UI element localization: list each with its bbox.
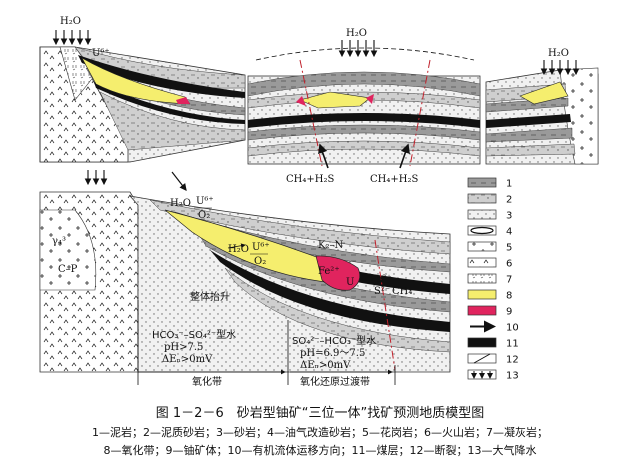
legend-number-5: 5 [506,243,512,254]
label-ch4-b: CH₄+H₂S [370,174,418,185]
label-o2-e: O₂ [254,256,266,267]
label-h2o-c: H₂O [548,48,569,59]
fault-line [299,59,323,167]
labels: H₂O U⁶⁺ H₂O H₂O CH₄+H₂S CH₄+H₂S H₂O U⁶⁺ … [52,16,569,388]
legend-swatch-13 [467,369,497,380]
fault-line [409,59,431,167]
legend-number-2: 2 [506,195,512,206]
legend-number-13: 13 [506,371,519,382]
flow-direction-arrow [171,171,187,191]
fault-line [374,239,396,371]
label-o2-d: O₂ [198,210,210,221]
top-left-section [39,46,246,163]
legend-swatch-11 [467,337,497,348]
label-u6-d: U⁶⁺ [196,196,214,207]
legend-number-7: 7 [506,275,512,286]
label-u6-a: U⁶⁺ [92,48,110,59]
legend-number-8: 8 [506,291,512,302]
legend-number-12: 12 [506,355,519,366]
label-zone-ox: 氧化带 [192,375,222,388]
label-h2o-b: H₂O [346,28,367,39]
bottom-main-section [39,191,451,373]
top-middle-section [247,47,481,169]
label-fe-r: Fe²⁺ [370,274,392,285]
fluid-migration-arrow [399,143,410,169]
label-ch4-r: CH₄ [392,286,412,297]
label-h2o-e: H₂O [228,244,249,255]
legend-swatch-12 [467,353,497,364]
label-water1-eh: ΔEₙ>0mV [162,354,213,365]
label-cp: C–P [58,264,78,275]
legend-number-9: 9 [506,307,512,318]
label-h2o-d: H₂O [170,198,191,209]
legend-number-4: 4 [506,227,512,238]
legend-text-line-1: 1—泥岩；2—泥质砂岩；3—砂岩；4—油气改造砂岩；5—花岗岩；6—火山岩；7—… [92,426,548,439]
legend-number-1: 1 [506,179,512,190]
figure-caption: 图 1－2－6 砂岩型铀矿“三位一体”找矿预测地质模型图 [155,406,485,421]
legend-swatch-1 [467,177,497,188]
legend-swatch-8 [467,289,497,300]
top-right-section [485,67,599,165]
label-h2o-a: H₂O [60,16,81,27]
label-ch4-a: CH₄+H₂S [286,174,334,185]
legend-number-10: 10 [506,323,519,334]
label-zone-tr: 氧化还原过渡带 [300,375,370,388]
legend-swatch-3 [467,209,497,220]
label-water2-ph: pH=6.9～7.5 [300,348,365,359]
legend-number-6: 6 [506,259,512,270]
label-water2-type: SO₄²⁻–HCO₃⁻型水 [292,334,376,347]
precipitation-arrows [52,30,580,186]
label-s2: S²⁻ [374,286,390,297]
oxidation-zone-top-middle [299,91,371,109]
label-granite: γ₄³ [52,236,66,247]
legend-swatch-9 [467,305,497,316]
label-water1-ph: pH>7.5 [164,342,203,353]
label-water1-type: HCO₃⁻–SO₄²⁻型水 [152,328,236,341]
label-k2n: K₂–N [318,240,343,251]
label-water2-eh: ΔEₙ>0mV [300,360,351,371]
uranium-ore-body [315,255,361,291]
legend-swatch-7 [467,273,497,284]
fluid-migration-arrow [318,143,329,169]
label-u-ore: U [346,277,354,288]
label-uplift: 整体抬升 [190,290,230,303]
legend-swatch-4 [467,225,497,236]
legend-swatch-5 [467,241,497,252]
legend-number-3: 3 [506,211,512,222]
legend-swatch-2 [467,193,497,204]
legend-text-line-2: 8—氧化带；9—铀矿体；10—有机流体运移方向；11—煤层；12—断裂；13—大… [103,444,537,457]
oxidation-zone-top-right [519,81,569,105]
label-fe2: Fe²⁺ [318,266,340,277]
legend-swatch-6 [467,257,497,268]
zone-brackets [137,300,396,385]
legend-number-11: 11 [506,339,519,350]
label-u6-e: U⁶⁺ [252,242,270,253]
